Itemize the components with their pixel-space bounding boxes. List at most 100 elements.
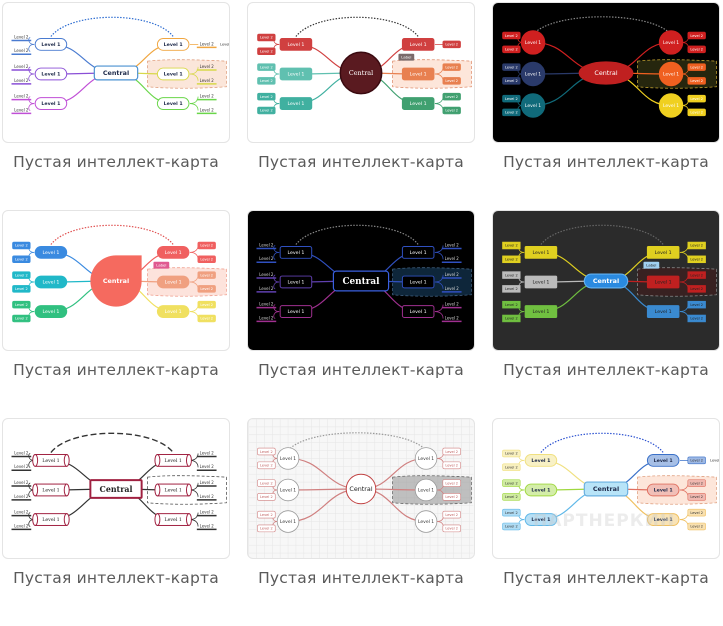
- level1-shape: [401, 245, 435, 259]
- template-caption[interactable]: Пустая интеллект-карта: [13, 361, 219, 379]
- level2-node: Level 2: [200, 107, 215, 112]
- level1-shape: [401, 67, 435, 81]
- level2-node: Level 2: [200, 303, 213, 307]
- template-caption[interactable]: Пустая интеллект-карта: [503, 153, 709, 171]
- level2-node: Level 2: [690, 65, 703, 69]
- level1-shape: [34, 245, 68, 259]
- level2-node: Level 2: [200, 273, 213, 277]
- level1-node: Level 1: [520, 61, 546, 87]
- level1-node: Level 1: [32, 483, 70, 497]
- level1-shape: [401, 275, 435, 289]
- template-caption[interactable]: Пустая интеллект-карта: [13, 153, 219, 171]
- level2-box: [502, 271, 521, 279]
- level1-label: Level 1: [287, 250, 304, 256]
- level1-shape: [156, 67, 190, 81]
- level2-box: [257, 92, 276, 101]
- level2-node: Level 2: [260, 109, 273, 113]
- level1-node: Level 1: [156, 305, 190, 318]
- level2-node: Level 2: [690, 525, 703, 529]
- template-caption[interactable]: Пустая интеллект-карта: [503, 361, 709, 379]
- level2-box: [442, 524, 461, 533]
- level2-node: Level 2: [200, 78, 215, 83]
- template-caption[interactable]: Пустая интеллект-карта: [258, 361, 464, 379]
- level1-label: Level 1: [525, 103, 541, 109]
- level2-node: Level 2: [200, 480, 215, 485]
- level2-node: Level 2: [505, 48, 518, 52]
- level2-box: [687, 241, 706, 250]
- sub-branch-line: [28, 44, 35, 52]
- level2-box: [442, 106, 461, 115]
- level1-node: Level 1: [524, 275, 558, 289]
- level1-label: Level 1: [165, 250, 182, 256]
- level2-node: Level 2: [260, 464, 273, 468]
- level1-node: Level 1: [34, 305, 68, 318]
- level2-node: Level 2: [690, 511, 703, 515]
- template-caption[interactable]: Пустая интеллект-карта: [258, 153, 464, 171]
- level1-cap: [154, 513, 161, 526]
- central-shape: [583, 481, 629, 497]
- level1-shape: [401, 37, 435, 51]
- level1-label: Level 1: [165, 280, 182, 286]
- level2-box: [687, 255, 706, 264]
- level1-shape: [524, 305, 558, 318]
- level1-node: Level 1: [156, 245, 190, 259]
- level2-box: [12, 255, 31, 264]
- level2-node: Level 2: [690, 111, 703, 115]
- level2-node: Level 2: [445, 495, 458, 499]
- level2-box: [502, 508, 521, 517]
- template-caption[interactable]: Пустая интеллект-карта: [258, 569, 464, 587]
- level1-label: Level 1: [655, 280, 672, 286]
- sub-branch-line: [434, 252, 444, 260]
- level2-box: [257, 479, 276, 487]
- level1-node: Level 1: [414, 447, 438, 470]
- level2-box: [502, 300, 521, 309]
- level2-box: [502, 522, 521, 531]
- level1-shape: [401, 305, 435, 318]
- level2-node: Level 2: [505, 97, 518, 101]
- level2-node: Level 2: [505, 511, 518, 515]
- relationship-arc: [532, 16, 672, 35]
- central-shape: [89, 479, 143, 499]
- level1-cap: [32, 513, 39, 526]
- level2-node: Level 2: [505, 303, 518, 307]
- level1-node: Level 1: [520, 93, 546, 118]
- sub-branch-line: [434, 304, 444, 312]
- level1-node: Level 1: [401, 305, 435, 318]
- level2-box: [687, 479, 706, 487]
- level2-node: Level 2: [445, 464, 458, 468]
- level1-node: Level 1: [520, 30, 546, 55]
- level1-node: Level 1: [524, 453, 558, 467]
- level2-node: Level 2: [259, 242, 274, 247]
- relationship-arc: [295, 16, 419, 37]
- sub-branch-line: [679, 311, 689, 319]
- level2-node: Level 2: [505, 34, 518, 38]
- level1-node: Level 1: [646, 245, 680, 259]
- level2-node: Level 2: [505, 273, 518, 277]
- template-caption[interactable]: Пустая интеллект-карта: [503, 569, 709, 587]
- central-label: Central: [100, 485, 133, 494]
- level1-shape: [646, 305, 680, 318]
- level1-shape: [156, 275, 190, 289]
- level2-node: Level 2: [15, 258, 28, 262]
- label-tag-text: Label: [156, 264, 166, 268]
- template-caption[interactable]: Пустая интеллект-карта: [13, 569, 219, 587]
